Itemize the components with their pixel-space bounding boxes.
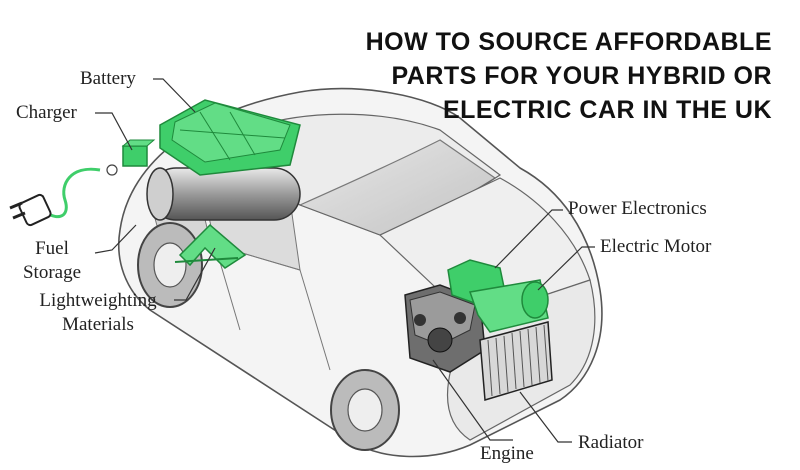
title-line-2: PARTS FOR YOUR HYBRID OR — [391, 62, 772, 90]
label-fuel-storage-2: Storage — [22, 262, 82, 283]
power-electronics-leader — [494, 209, 563, 269]
lightweighting-leader — [174, 247, 216, 301]
label-power-electronics: Power Electronics — [568, 198, 707, 219]
title-line-3: ELECTRIC CAR IN THE UK — [442, 96, 772, 124]
battery-leader — [153, 78, 196, 113]
callout-lines — [94, 78, 595, 443]
fuel-storage-leader — [94, 224, 137, 254]
label-battery: Battery — [80, 68, 136, 89]
electric-motor-leader — [537, 246, 595, 291]
charger-leader — [95, 112, 133, 151]
motor-assembly — [447, 259, 549, 333]
charger-unit — [121, 139, 156, 167]
charging-plug — [9, 164, 118, 227]
radiator-leader — [519, 391, 572, 443]
title-line-1: HOW TO SOURCE AFFORDABLE — [365, 28, 772, 56]
fuel-tank — [146, 167, 301, 221]
engine-leader — [432, 359, 513, 441]
label-radiator: Radiator — [578, 432, 644, 453]
label-fuel-storage-1: Fuel — [35, 238, 69, 259]
label-electric-motor: Electric Motor — [600, 236, 712, 257]
label-engine: Engine — [480, 443, 534, 464]
radiator-core — [479, 321, 553, 401]
lightweight-frame — [174, 223, 247, 269]
label-lightweighting-1: Lightweighting — [39, 290, 157, 311]
battery-pack — [159, 99, 301, 176]
label-lightweighting-2: Materials — [62, 314, 134, 335]
label-charger: Charger — [16, 102, 77, 123]
engine-block — [404, 284, 486, 373]
